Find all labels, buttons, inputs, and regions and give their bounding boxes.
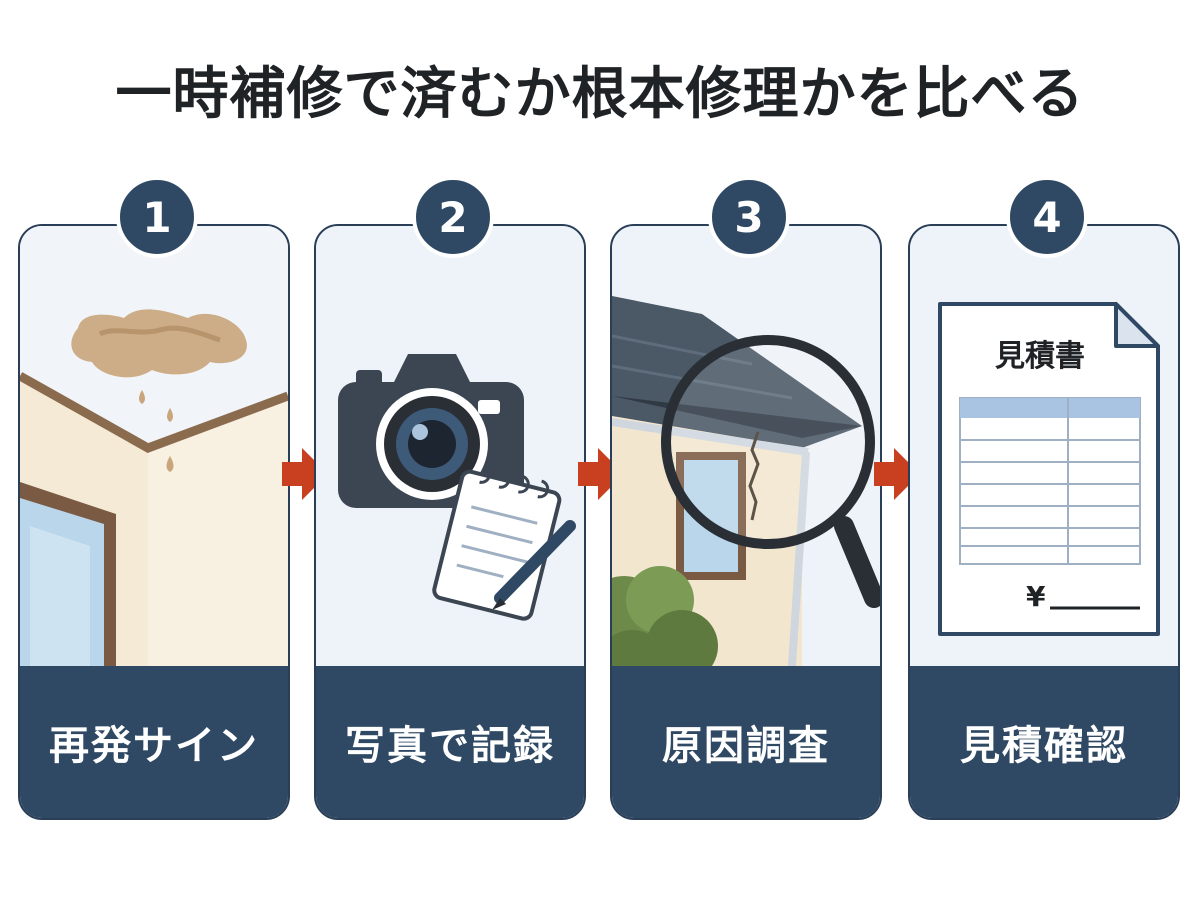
document-icon bbox=[938, 302, 1160, 636]
estimate-document-illustration: 見積書 ¥ bbox=[910, 226, 1178, 666]
step-4-card: 見積書 ¥ 見積確認 4 bbox=[908, 176, 1180, 820]
magnifier-icon bbox=[661, 335, 880, 608]
ceiling-stain-illustration bbox=[20, 226, 288, 666]
page-title: 一時補修で済むか根本修理かを比べる bbox=[115, 62, 1085, 127]
step-label: 写真で記録 bbox=[316, 666, 584, 818]
notepad-icon bbox=[432, 465, 562, 621]
step-number-badge: 1 bbox=[116, 176, 198, 258]
step-label: 見積確認 bbox=[910, 666, 1178, 818]
step-number-badge: 4 bbox=[1006, 176, 1088, 258]
step-3-card: 原因調査 3 bbox=[610, 176, 882, 820]
yen-symbol: ¥ bbox=[1026, 580, 1046, 613]
step-number-badge: 2 bbox=[412, 176, 494, 258]
estimate-heading: 見積書 bbox=[995, 339, 1085, 374]
step-label: 再発サイン bbox=[20, 666, 288, 818]
arrow-right-icon bbox=[282, 448, 328, 500]
step-1-card: 再発サイン 1 bbox=[18, 176, 290, 820]
arrow-right-icon bbox=[578, 448, 624, 500]
step-label: 原因調査 bbox=[612, 666, 880, 818]
step-number-badge: 3 bbox=[708, 176, 790, 258]
step-2-card: 写真で記録 2 bbox=[314, 176, 586, 820]
camera-notepad-illustration bbox=[316, 226, 584, 666]
house-inspection-illustration bbox=[612, 226, 880, 666]
pen-icon bbox=[492, 520, 576, 610]
arrow-right-icon bbox=[874, 448, 920, 500]
tree-icon bbox=[612, 566, 718, 666]
